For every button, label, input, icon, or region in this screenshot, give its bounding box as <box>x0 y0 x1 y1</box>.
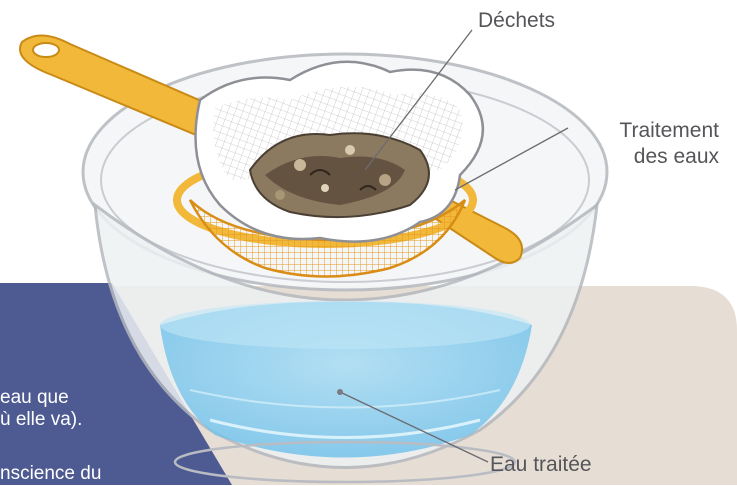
label-treatment-line2: des eaux <box>619 144 719 170</box>
label-waste: Déchets <box>478 8 555 34</box>
waste-debris <box>250 133 429 217</box>
label-treated-water: Eau traitée <box>490 452 592 478</box>
label-water-treatment: Traitement des eaux <box>619 118 719 170</box>
side-panel-text-line3: nscience du <box>0 462 101 486</box>
side-panel-text-line2: ù elle va). <box>0 408 82 432</box>
label-treatment-line1: Traitement <box>619 118 719 144</box>
side-panel-text-line1: eau que <box>0 386 69 410</box>
